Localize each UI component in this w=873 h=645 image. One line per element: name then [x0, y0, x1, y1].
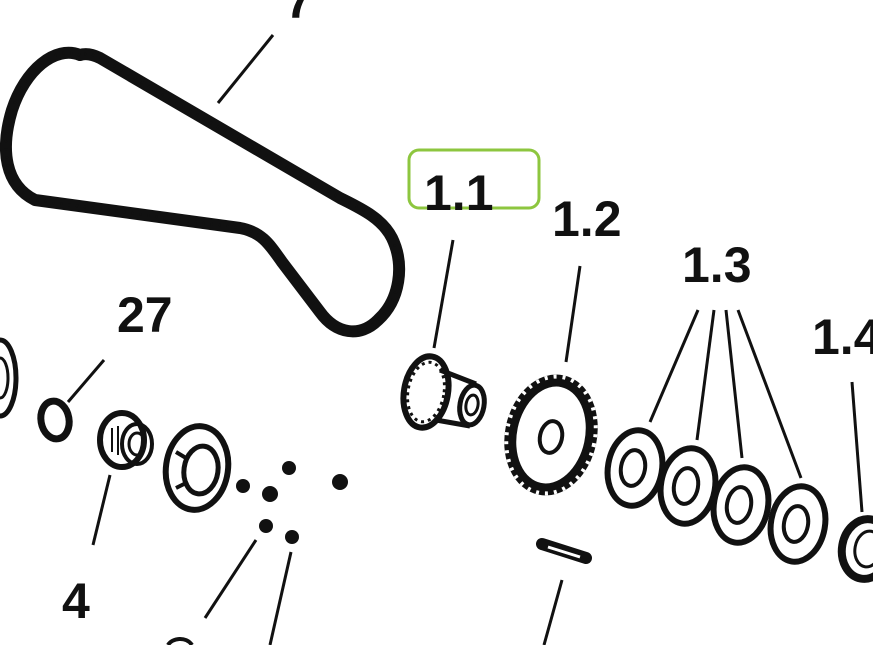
- highlight-box-1-1[interactable]: [407, 148, 541, 210]
- ball-bearing-set[interactable]: [236, 461, 348, 544]
- leader-line-27: [66, 359, 106, 403]
- ring-part-27[interactable]: [37, 397, 73, 443]
- partial-part-left-edge[interactable]: [0, 337, 19, 419]
- callout-label-4[interactable]: 4: [62, 573, 90, 629]
- callout-label-1-3[interactable]: 1.3: [682, 237, 752, 293]
- leader-lines-1-3: [648, 309, 803, 479]
- partial-part-bottom[interactable]: [166, 637, 194, 645]
- bearing-part-1-4[interactable]: [837, 515, 873, 583]
- callout-label-1-4[interactable]: 1.4: [812, 309, 873, 365]
- sprocket-hub-part-1-1[interactable]: [398, 353, 487, 432]
- leader-line-7: [216, 34, 275, 104]
- sprocket-part-1-2[interactable]: [496, 368, 607, 502]
- chain-part-7[interactable]: [0, 46, 406, 338]
- callout-label-7[interactable]: 7: [285, 0, 313, 29]
- leader-line-balls-b: [268, 551, 293, 645]
- bushing-part-4[interactable]: [97, 410, 154, 470]
- washer-4[interactable]: [765, 482, 831, 566]
- leader-line-pin: [542, 579, 564, 645]
- leader-line-1-4: [850, 381, 864, 513]
- leader-line-1-1: [432, 239, 455, 349]
- leader-line-balls-a: [203, 539, 258, 619]
- callout-label-27[interactable]: 27: [117, 287, 173, 343]
- callout-label-1-2[interactable]: 1.2: [552, 191, 622, 247]
- callout-label-1-1[interactable]: 1.1: [424, 165, 494, 221]
- leader-line-4: [91, 474, 112, 546]
- washer-3[interactable]: [708, 463, 774, 547]
- pin-part[interactable]: [536, 538, 592, 564]
- washer-set-part-1-3[interactable]: [602, 426, 831, 566]
- leader-line-1-2: [564, 265, 582, 363]
- flange-plate-part[interactable]: [160, 422, 233, 514]
